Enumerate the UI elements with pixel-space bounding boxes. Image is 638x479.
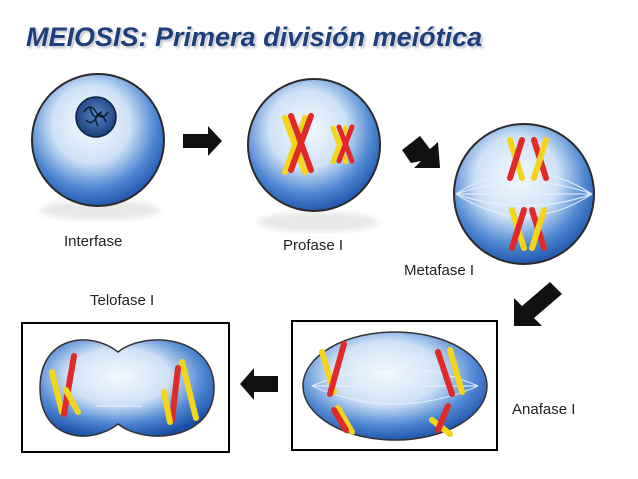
arrow-down-right-icon bbox=[402, 136, 440, 168]
spindle-fibers bbox=[455, 171, 593, 217]
label-anafase: Anafase I bbox=[512, 401, 576, 418]
chromosome-pair bbox=[282, 113, 314, 175]
label-interfase: Interfase bbox=[64, 233, 123, 250]
label-telofase: Telofase I bbox=[90, 292, 155, 309]
page-title: MEIOSIS: Primera división meiótica bbox=[26, 22, 483, 52]
arrow-down-left-icon bbox=[514, 282, 562, 326]
interfase-cell bbox=[31, 73, 165, 220]
metafase-cell bbox=[453, 123, 595, 265]
arrow-left-icon bbox=[240, 368, 278, 400]
telofase-cells bbox=[39, 339, 215, 437]
anafase-cell bbox=[302, 331, 488, 441]
label-metafase: Metafase I bbox=[404, 262, 475, 279]
label-profase: Profase I bbox=[283, 237, 344, 254]
arrow-right-icon bbox=[183, 126, 222, 156]
profase-cell bbox=[247, 78, 381, 232]
chromosome-pair bbox=[330, 124, 355, 165]
